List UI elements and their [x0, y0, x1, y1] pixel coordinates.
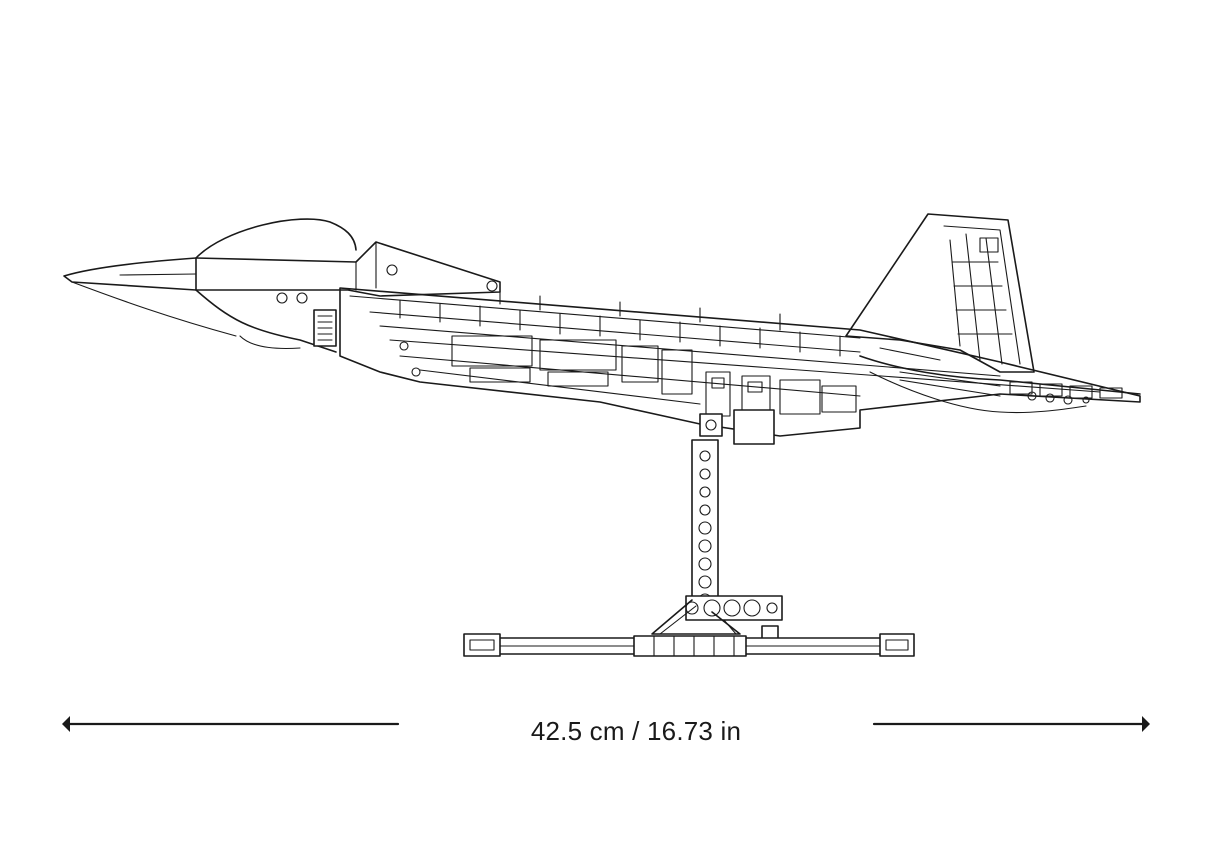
- nose-cone: [63, 257, 197, 291]
- dimension-arrow-left-icon: [62, 716, 70, 732]
- dimension-line: [62, 716, 1150, 732]
- canopy: [195, 218, 357, 259]
- dimension-arrow-right-icon: [1142, 716, 1150, 732]
- display-stand: [463, 413, 915, 657]
- vertical-stabilizer: [845, 213, 1035, 373]
- dimension-label: 42.5 cm / 16.73 in: [530, 716, 742, 746]
- main-fuselage: [339, 287, 1141, 437]
- forward-fuselage: [195, 241, 501, 297]
- aircraft-model-outline: [63, 213, 1141, 445]
